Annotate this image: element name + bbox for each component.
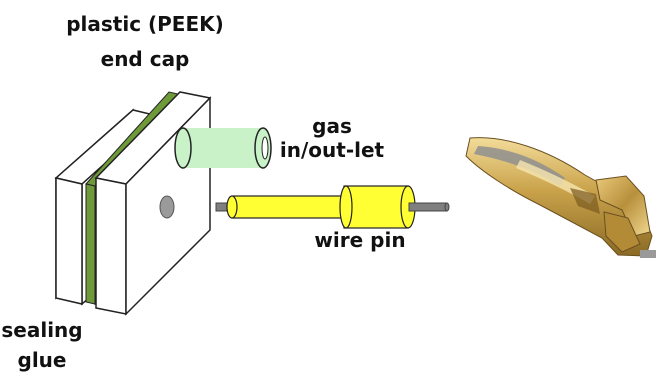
wire-pin-label: wire pin (314, 228, 406, 252)
gas-tube (174, 127, 272, 169)
sealing-glue-label-line2: glue (17, 348, 67, 372)
front-plate (94, 91, 212, 316)
end-cap-label-line1: plastic (PEEK) (66, 12, 224, 36)
end-cap-label: plastic (PEEK) end cap (50, 12, 240, 71)
sealing-glue-label: sealing glue (0, 318, 84, 372)
end-cap-label-line2: end cap (100, 47, 190, 71)
wire-pin (215, 185, 450, 229)
gas-inlet-label: gas in/out-let (262, 114, 402, 162)
gas-inlet-label-line2: in/out-let (279, 138, 385, 162)
gas-inlet-label-line1: gas (312, 114, 352, 138)
sealing-glue-label-line1: sealing (1, 318, 83, 342)
crimp-contact-image (465, 137, 656, 258)
